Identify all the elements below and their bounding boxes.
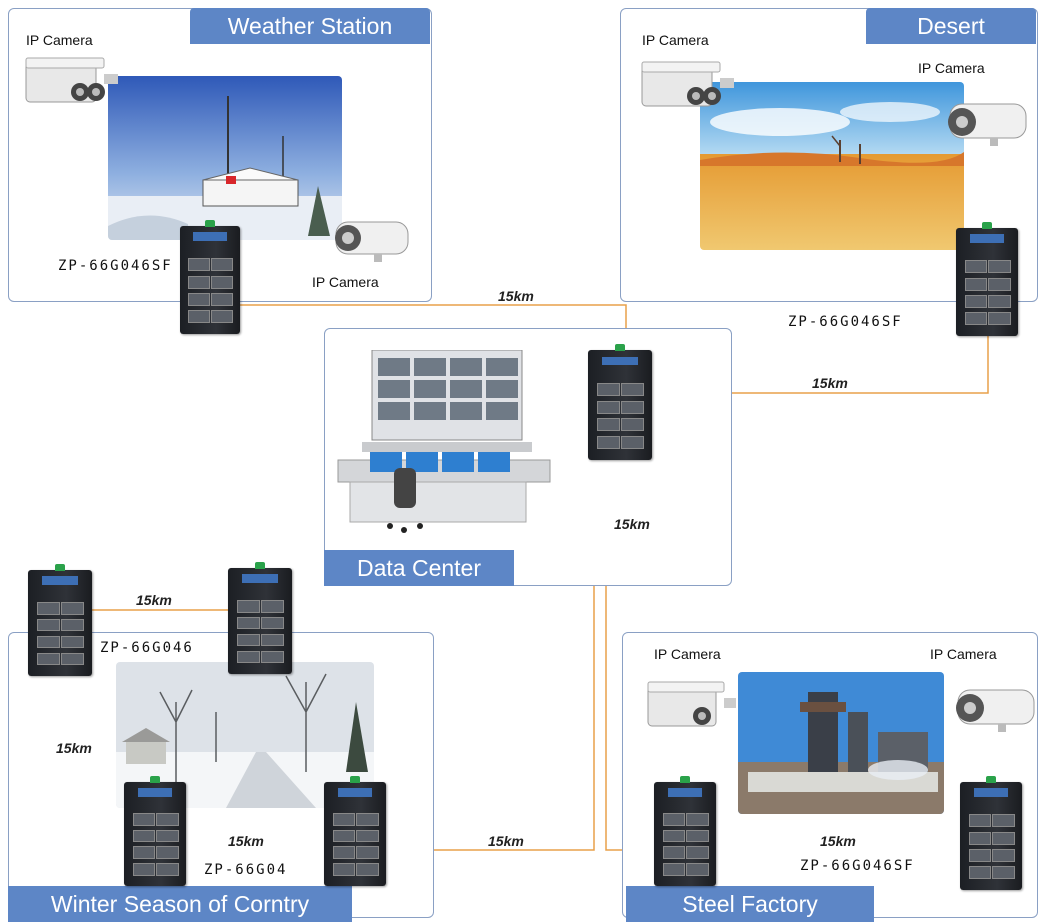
- desert-photo: [700, 82, 964, 250]
- desert-camera-right-label: IP Camera: [918, 60, 985, 76]
- distance-winter-center: 15km: [488, 833, 524, 849]
- ip-camera-icon: [641, 61, 734, 107]
- distance-winter-bottom: 15km: [228, 833, 264, 849]
- winter-switch-top-right: [228, 562, 292, 674]
- steel-photo: [738, 672, 944, 814]
- steel-switch-left: [654, 776, 716, 886]
- ip-camera-icon: [948, 103, 1027, 146]
- weather-camera-right-label: IP Camera: [312, 274, 379, 290]
- weather-photo: [108, 76, 342, 240]
- desert-landscape-image: [700, 82, 964, 250]
- desert-camera-right: [940, 100, 1030, 155]
- weather-switch: [180, 220, 240, 334]
- winter-switch-bottom-right: [324, 776, 386, 886]
- weather-camera-left: [24, 56, 120, 119]
- fiber-center-desert: [652, 335, 989, 394]
- winter-title: Winter Season of Corntry: [8, 886, 352, 922]
- distance-desert-center: 15km: [812, 375, 848, 391]
- steel-camera-left: [646, 680, 738, 743]
- steel-camera-left-label: IP Camera: [654, 646, 721, 662]
- video-wall-console-image: [337, 349, 551, 533]
- distance-weather-center: 15km: [498, 288, 534, 304]
- winter-bottom-switch-model: ZP-66G04: [204, 862, 288, 878]
- winter-switch-top-left: [28, 564, 92, 676]
- ip-camera-icon: [956, 689, 1035, 732]
- steel-camera-right: [948, 686, 1038, 741]
- weather-camera-right: [326, 218, 412, 269]
- weather-station-title: Weather Station: [190, 8, 430, 44]
- winter-top-switch-model: ZP-66G046: [100, 640, 194, 656]
- ip-camera-icon: [25, 57, 118, 103]
- fiber-center-winter: [388, 455, 595, 851]
- ip-camera-icon: [647, 681, 736, 727]
- weather-camera-left-label: IP Camera: [26, 32, 93, 48]
- steel-mill-image: [738, 672, 944, 814]
- steel-switch-model: ZP-66G046SF: [800, 858, 915, 874]
- steel-factory-title: Steel Factory: [626, 886, 874, 922]
- monitoring-console: [334, 349, 552, 539]
- desert-camera-left: [640, 60, 736, 123]
- weather-switch-model: ZP-66G046SF: [58, 258, 173, 274]
- ip-camera-icon: [335, 221, 409, 262]
- distance-steel-bottom: 15km: [820, 833, 856, 849]
- data-center-title: Data Center: [324, 550, 514, 586]
- distance-winter-left: 15km: [56, 740, 92, 756]
- desert-switch-model: ZP-66G046SF: [788, 314, 903, 330]
- steel-camera-right-label: IP Camera: [930, 646, 997, 662]
- distance-winter-top: 15km: [136, 592, 172, 608]
- desert-title: Desert: [866, 8, 1036, 44]
- distance-center-steel: 15km: [614, 516, 650, 532]
- steel-switch-right: [960, 776, 1022, 890]
- desert-switch: [956, 222, 1018, 336]
- desert-camera-left-label: IP Camera: [642, 32, 709, 48]
- snowy-ship-image: [108, 76, 342, 240]
- winter-switch-bottom-left: [124, 776, 186, 886]
- data-center-switch: [588, 344, 652, 460]
